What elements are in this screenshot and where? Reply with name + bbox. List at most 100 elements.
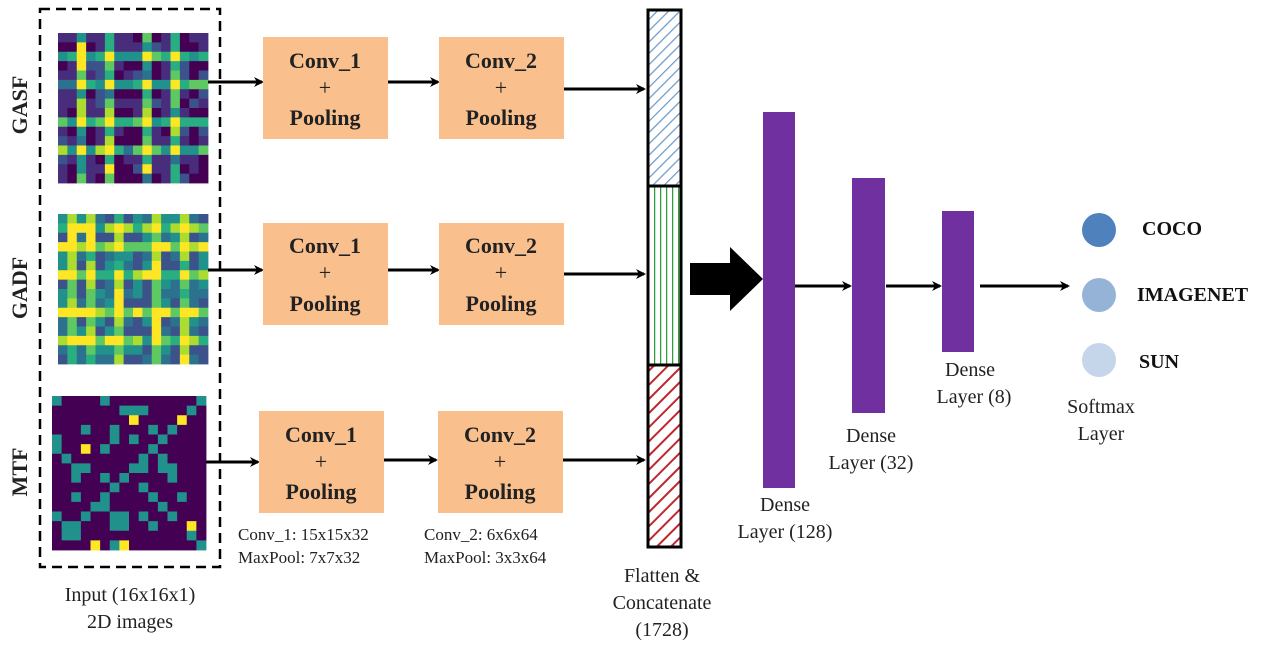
heatmap-cell: [198, 317, 209, 327]
heatmap-cell: [67, 89, 78, 100]
heatmap-cell: [138, 405, 149, 416]
class-label-sun: SUN: [1139, 351, 1180, 373]
heatmap-cell: [177, 511, 188, 522]
heatmap-cell: [58, 251, 68, 262]
heatmap-cell: [151, 89, 162, 100]
heatmap-cell: [76, 33, 87, 43]
heatmap-cell: [114, 136, 125, 146]
heatmap-cell: [104, 270, 115, 281]
heatmap-cell: [189, 173, 200, 184]
heatmap-cell: [76, 307, 87, 318]
heatmap-cell: [151, 126, 162, 137]
softmax-label-line2: Layer: [1078, 423, 1125, 445]
heatmap-cell: [119, 405, 130, 416]
heatmap-cell: [61, 511, 72, 522]
heatmap-cell: [100, 501, 111, 512]
heatmap-cell: [161, 260, 171, 271]
heatmap-cell: [138, 521, 149, 532]
heatmap-cell: [95, 70, 106, 81]
heatmap-cell: [95, 279, 106, 290]
big-arrow-icon: [690, 247, 763, 311]
heatmap-cell: [114, 289, 125, 299]
heatmap-cell: [179, 79, 190, 90]
heatmap-cell: [129, 473, 140, 484]
heatmap-cell: [198, 164, 209, 175]
heatmap-cell: [198, 214, 209, 224]
heatmap-cell: [67, 307, 78, 318]
heatmap-cell: [179, 317, 190, 327]
heatmap-cell: [58, 108, 68, 118]
heatmap-cell: [129, 434, 140, 445]
heatmap-cell: [151, 270, 162, 281]
conv2-note-line1: Conv_2: 6x6x64: [424, 525, 538, 544]
heatmap-cell: [123, 154, 134, 165]
heatmap-cell: [104, 326, 115, 337]
heatmap-cell: [142, 307, 153, 318]
heatmap-cell: [133, 214, 143, 224]
heatmap-cell: [114, 79, 125, 90]
heatmap-cell: [148, 434, 159, 445]
heatmap-cell: [67, 79, 78, 90]
heatmap-cell: [186, 492, 197, 503]
conv2-title: Conv_2: [465, 233, 537, 258]
heatmap-cell: [90, 540, 101, 551]
heatmap-cell: [76, 79, 87, 90]
heatmap-cell: [76, 70, 87, 81]
heatmap-cell: [196, 424, 207, 435]
heatmap-cell: [52, 530, 63, 541]
heatmap-cell: [170, 232, 181, 243]
heatmap-cell: [179, 98, 190, 109]
heatmap-cell: [198, 70, 209, 81]
heatmap-cell: [161, 354, 171, 365]
heatmap-cell: [138, 482, 149, 493]
heatmap-cell: [86, 126, 96, 137]
heatmap-cell: [142, 279, 153, 290]
heatmap-cell: [90, 521, 101, 532]
heatmap-cell: [138, 396, 149, 407]
heatmap-cell: [170, 298, 181, 309]
heatmap-cell: [196, 511, 207, 522]
heatmap-cell: [151, 51, 162, 62]
heatmap-cell: [129, 444, 140, 455]
heatmap-cell: [170, 260, 181, 271]
heatmap-cell: [189, 42, 200, 53]
heatmap-cell: [86, 164, 96, 175]
heatmap-cell: [151, 164, 162, 175]
heatmap-cell: [148, 473, 159, 484]
heatmap-cell: [133, 136, 143, 146]
heatmap-cell: [151, 117, 162, 128]
heatmap-cell: [198, 326, 209, 337]
heatmap-cell: [86, 298, 96, 309]
heatmap-cell: [151, 251, 162, 262]
conv1-title: Conv_1: [289, 233, 361, 258]
heatmap-cell: [123, 279, 134, 290]
heatmap-cell: [179, 270, 190, 281]
conv2-pool: Pooling: [465, 479, 536, 504]
heatmap-cell: [114, 126, 125, 137]
heatmap-cell: [170, 89, 181, 100]
heatmap-cell: [157, 492, 168, 503]
heatmap-cell: [198, 260, 209, 271]
heatmap-cell: [67, 345, 78, 356]
heatmap-cell: [148, 530, 159, 541]
heatmap-cell: [148, 415, 159, 426]
heatmap-cell: [198, 154, 209, 165]
heatmap-cell: [148, 396, 159, 407]
heatmap-cell: [138, 424, 149, 435]
heatmap-cell: [186, 482, 197, 493]
heatmap-cell: [142, 42, 153, 53]
heatmap-cell: [179, 154, 190, 165]
heatmap-cell: [196, 501, 207, 512]
heatmap-cell: [198, 173, 209, 184]
heatmap-cell: [86, 145, 96, 156]
heatmap-cell: [186, 424, 197, 435]
heatmap-cell: [114, 242, 125, 252]
heatmap-cell: [198, 354, 209, 365]
heatmap-cell: [170, 164, 181, 175]
heatmap-cell: [157, 444, 168, 455]
heatmap-cell: [104, 260, 115, 271]
heatmap-cell: [123, 136, 134, 146]
heatmap-cell: [80, 530, 91, 541]
heatmap-cell: [71, 511, 82, 522]
